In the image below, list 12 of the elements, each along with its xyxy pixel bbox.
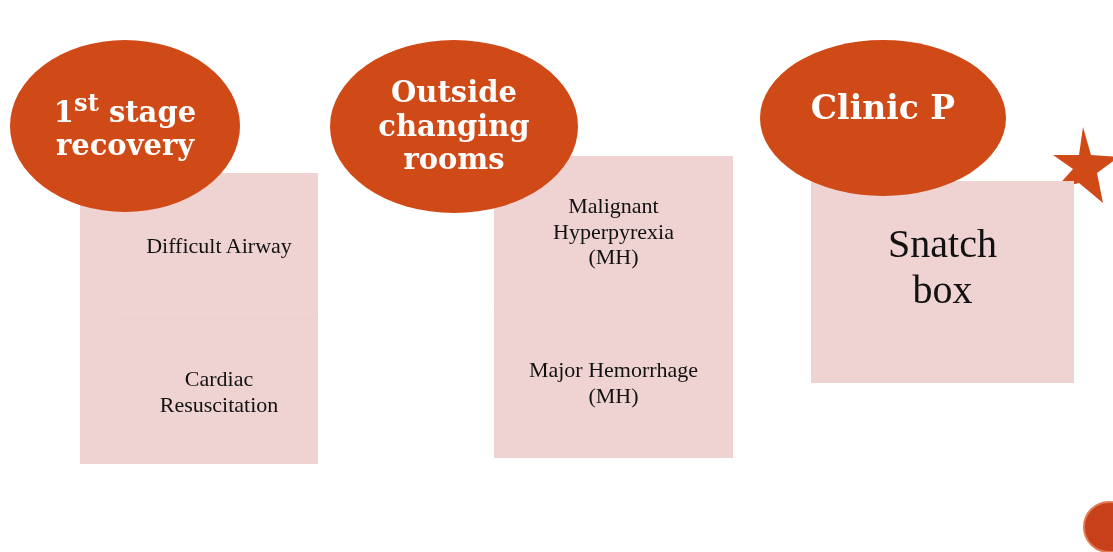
oval-title: Clinic P bbox=[810, 89, 956, 127]
list-box bbox=[80, 173, 318, 464]
item-text: Snatch box bbox=[887, 221, 998, 313]
item-text: Major Hemorrhage (MH) bbox=[528, 357, 699, 409]
item-text: Cardiac Resuscitation bbox=[158, 366, 280, 417]
item-text: Difficult Airway bbox=[146, 232, 292, 259]
oval-title: 1$^{st}$ stage recovery bbox=[52, 89, 198, 163]
oval-shape bbox=[10, 40, 240, 212]
oval-title: Outside changing rooms bbox=[377, 76, 531, 177]
oval-shape bbox=[760, 40, 1006, 196]
list-box bbox=[811, 181, 1074, 383]
item-text: Malignant Hyperpyrexia (MH) bbox=[552, 193, 675, 270]
